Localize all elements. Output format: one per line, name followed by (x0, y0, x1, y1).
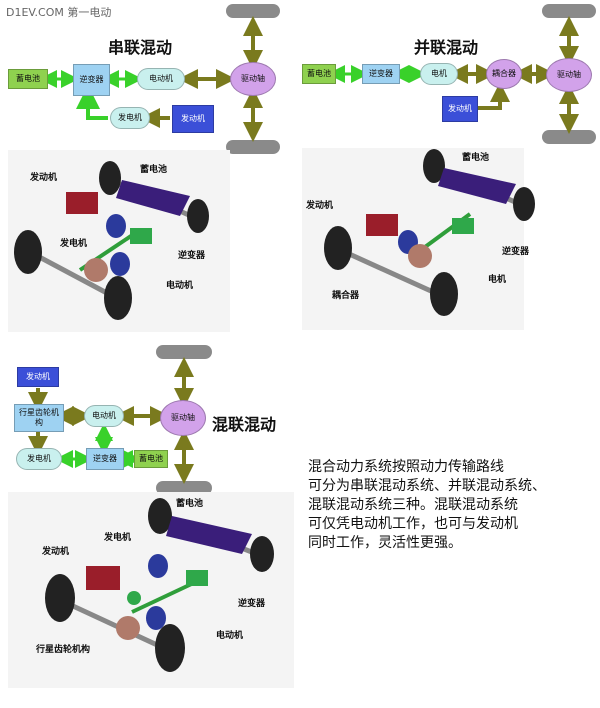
parallel-motor-box: 电机 (420, 63, 458, 85)
hybrid-chassis-photo (8, 492, 294, 688)
hybrid-axle-node: 驱动轴 (160, 400, 206, 436)
parallel-photo-label-inverter: 逆变器 (502, 247, 530, 257)
watermark: D1EV.COM 第一电动 (6, 6, 112, 19)
series-photo-label-battery: 蓄电池 (140, 165, 168, 175)
parallel-battery-box: 蓄电池 (302, 64, 336, 84)
hybrid-wheel-bar-top (156, 345, 212, 359)
series-diagram-connectors (39, 4, 280, 154)
hybrid-photo-label-engine: 发动机 (42, 547, 70, 557)
parallel-title: 并联混动 (414, 38, 479, 57)
description-line: 混联混动系统三种。混联混动系统 (308, 497, 518, 513)
parallel-coupler-node: 耦合器 (486, 59, 522, 89)
hybrid-photo-label-planetary: 行星齿轮机构 (36, 645, 91, 655)
hybrid-battery-box: 蓄电池 (134, 450, 168, 468)
series-axle-node: 驱动轴 (230, 62, 276, 96)
parallel-axle-node: 驱动轴 (546, 58, 592, 92)
hybrid-photo-label-motor: 电动机 (216, 631, 244, 641)
hybrid-generator-box: 发电机 (16, 448, 62, 470)
series-battery-box: 蓄电池 (8, 69, 48, 89)
hybrid-planetary-box: 行星齿轮机构 (14, 404, 64, 432)
series-photo-label-engine: 发动机 (30, 173, 58, 183)
hybrid-wheel-bar-bottom (156, 481, 212, 495)
parallel-photo-label-engine: 发动机 (306, 201, 334, 211)
series-generator-inverter-arrow (76, 85, 108, 120)
description-line: 可分为串联混动系统、并联混动系统、 (308, 478, 546, 494)
series-photo-label-generator: 发电机 (60, 239, 88, 249)
series-motor-box: 电动机 (137, 68, 185, 90)
parallel-engine-box: 发动机 (442, 96, 478, 122)
parallel-inverter-box: 逆变器 (362, 64, 400, 84)
parallel-wheel-bar-top (542, 4, 596, 18)
series-inverter-box: 逆变器 (73, 64, 110, 96)
hybrid-photo-label-generator: 发电机 (104, 533, 132, 543)
series-generator-box: 发电机 (110, 107, 150, 129)
parallel-engine-coupler-arrow (478, 82, 510, 110)
description-line: 可仅凭电动机工作，也可与发动机 (308, 516, 518, 532)
parallel-diagram-connectors (327, 4, 596, 144)
series-photo-label-inverter: 逆变器 (178, 251, 206, 261)
parallel-photo-label-motor: 电机 (488, 275, 507, 285)
parallel-wheel-bar-bottom (542, 130, 596, 144)
description-line: 混合动力系统按照动力传输路线 (308, 459, 504, 475)
hybrid-engine-box: 发动机 (17, 367, 59, 387)
parallel-photo-label-battery: 蓄电池 (462, 153, 490, 163)
series-chassis-photo (8, 150, 230, 332)
parallel-chassis-photo (302, 148, 535, 330)
series-wheel-bar-bottom (226, 140, 280, 154)
parallel-photo-label-coupler: 耦合器 (332, 291, 360, 301)
hybrid-title: 混联混动 (212, 415, 277, 434)
description-line: 同时工作，灵活性更强。 (308, 535, 462, 551)
hybrid-photo-label-inverter: 逆变器 (238, 599, 266, 609)
series-photo-label-motor: 电动机 (166, 281, 194, 291)
series-wheel-bar-top (226, 4, 280, 18)
hybrid-diagram-connectors (28, 345, 212, 495)
description-paragraph: 混合动力系统按照动力传输路线 可分为串联混动系统、并联混动系统、 混联混动系统三… (308, 458, 598, 553)
hybrid-photo-label-battery: 蓄电池 (176, 499, 204, 509)
series-title: 串联混动 (108, 38, 173, 57)
series-engine-box: 发动机 (172, 105, 214, 133)
hybrid-inverter-box: 逆变器 (86, 448, 124, 470)
hybrid-motor-box: 电动机 (84, 405, 124, 427)
